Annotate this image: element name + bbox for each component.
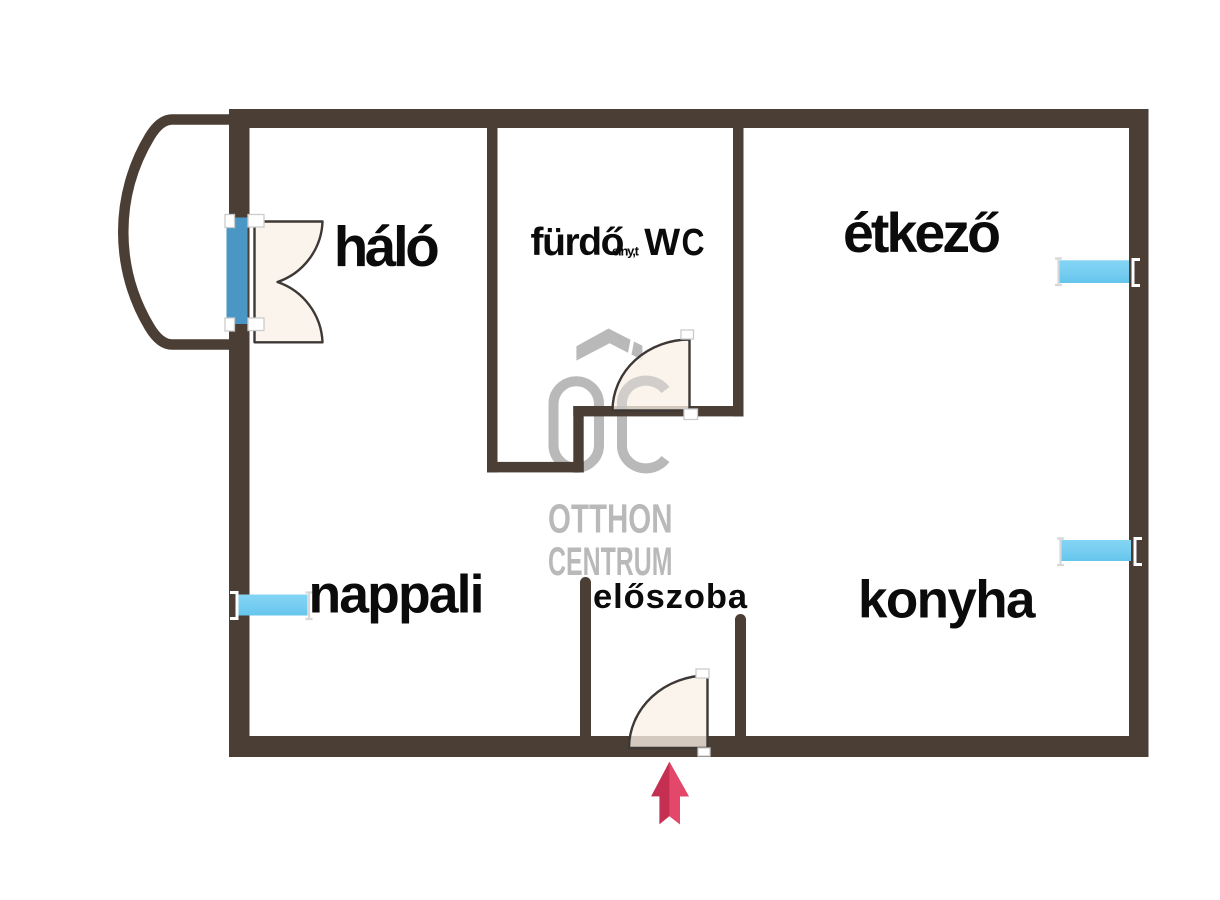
svg-text:konyha: konyha [858, 571, 1036, 630]
svg-text:W: W [644, 222, 680, 264]
svg-text:OTTHON: OTTHON [548, 496, 673, 542]
svg-text:nappali: nappali [309, 566, 485, 625]
svg-text:fürdő: fürdő [531, 221, 625, 264]
svg-text:háló: háló [334, 215, 440, 278]
svg-text:elny,t: elny,t [612, 244, 640, 259]
svg-text:CENTRUM: CENTRUM [548, 540, 673, 584]
svg-text:előszoba: előszoba [593, 578, 748, 616]
svg-text:C: C [682, 221, 705, 263]
svg-text:étkező: étkező [843, 202, 1001, 264]
